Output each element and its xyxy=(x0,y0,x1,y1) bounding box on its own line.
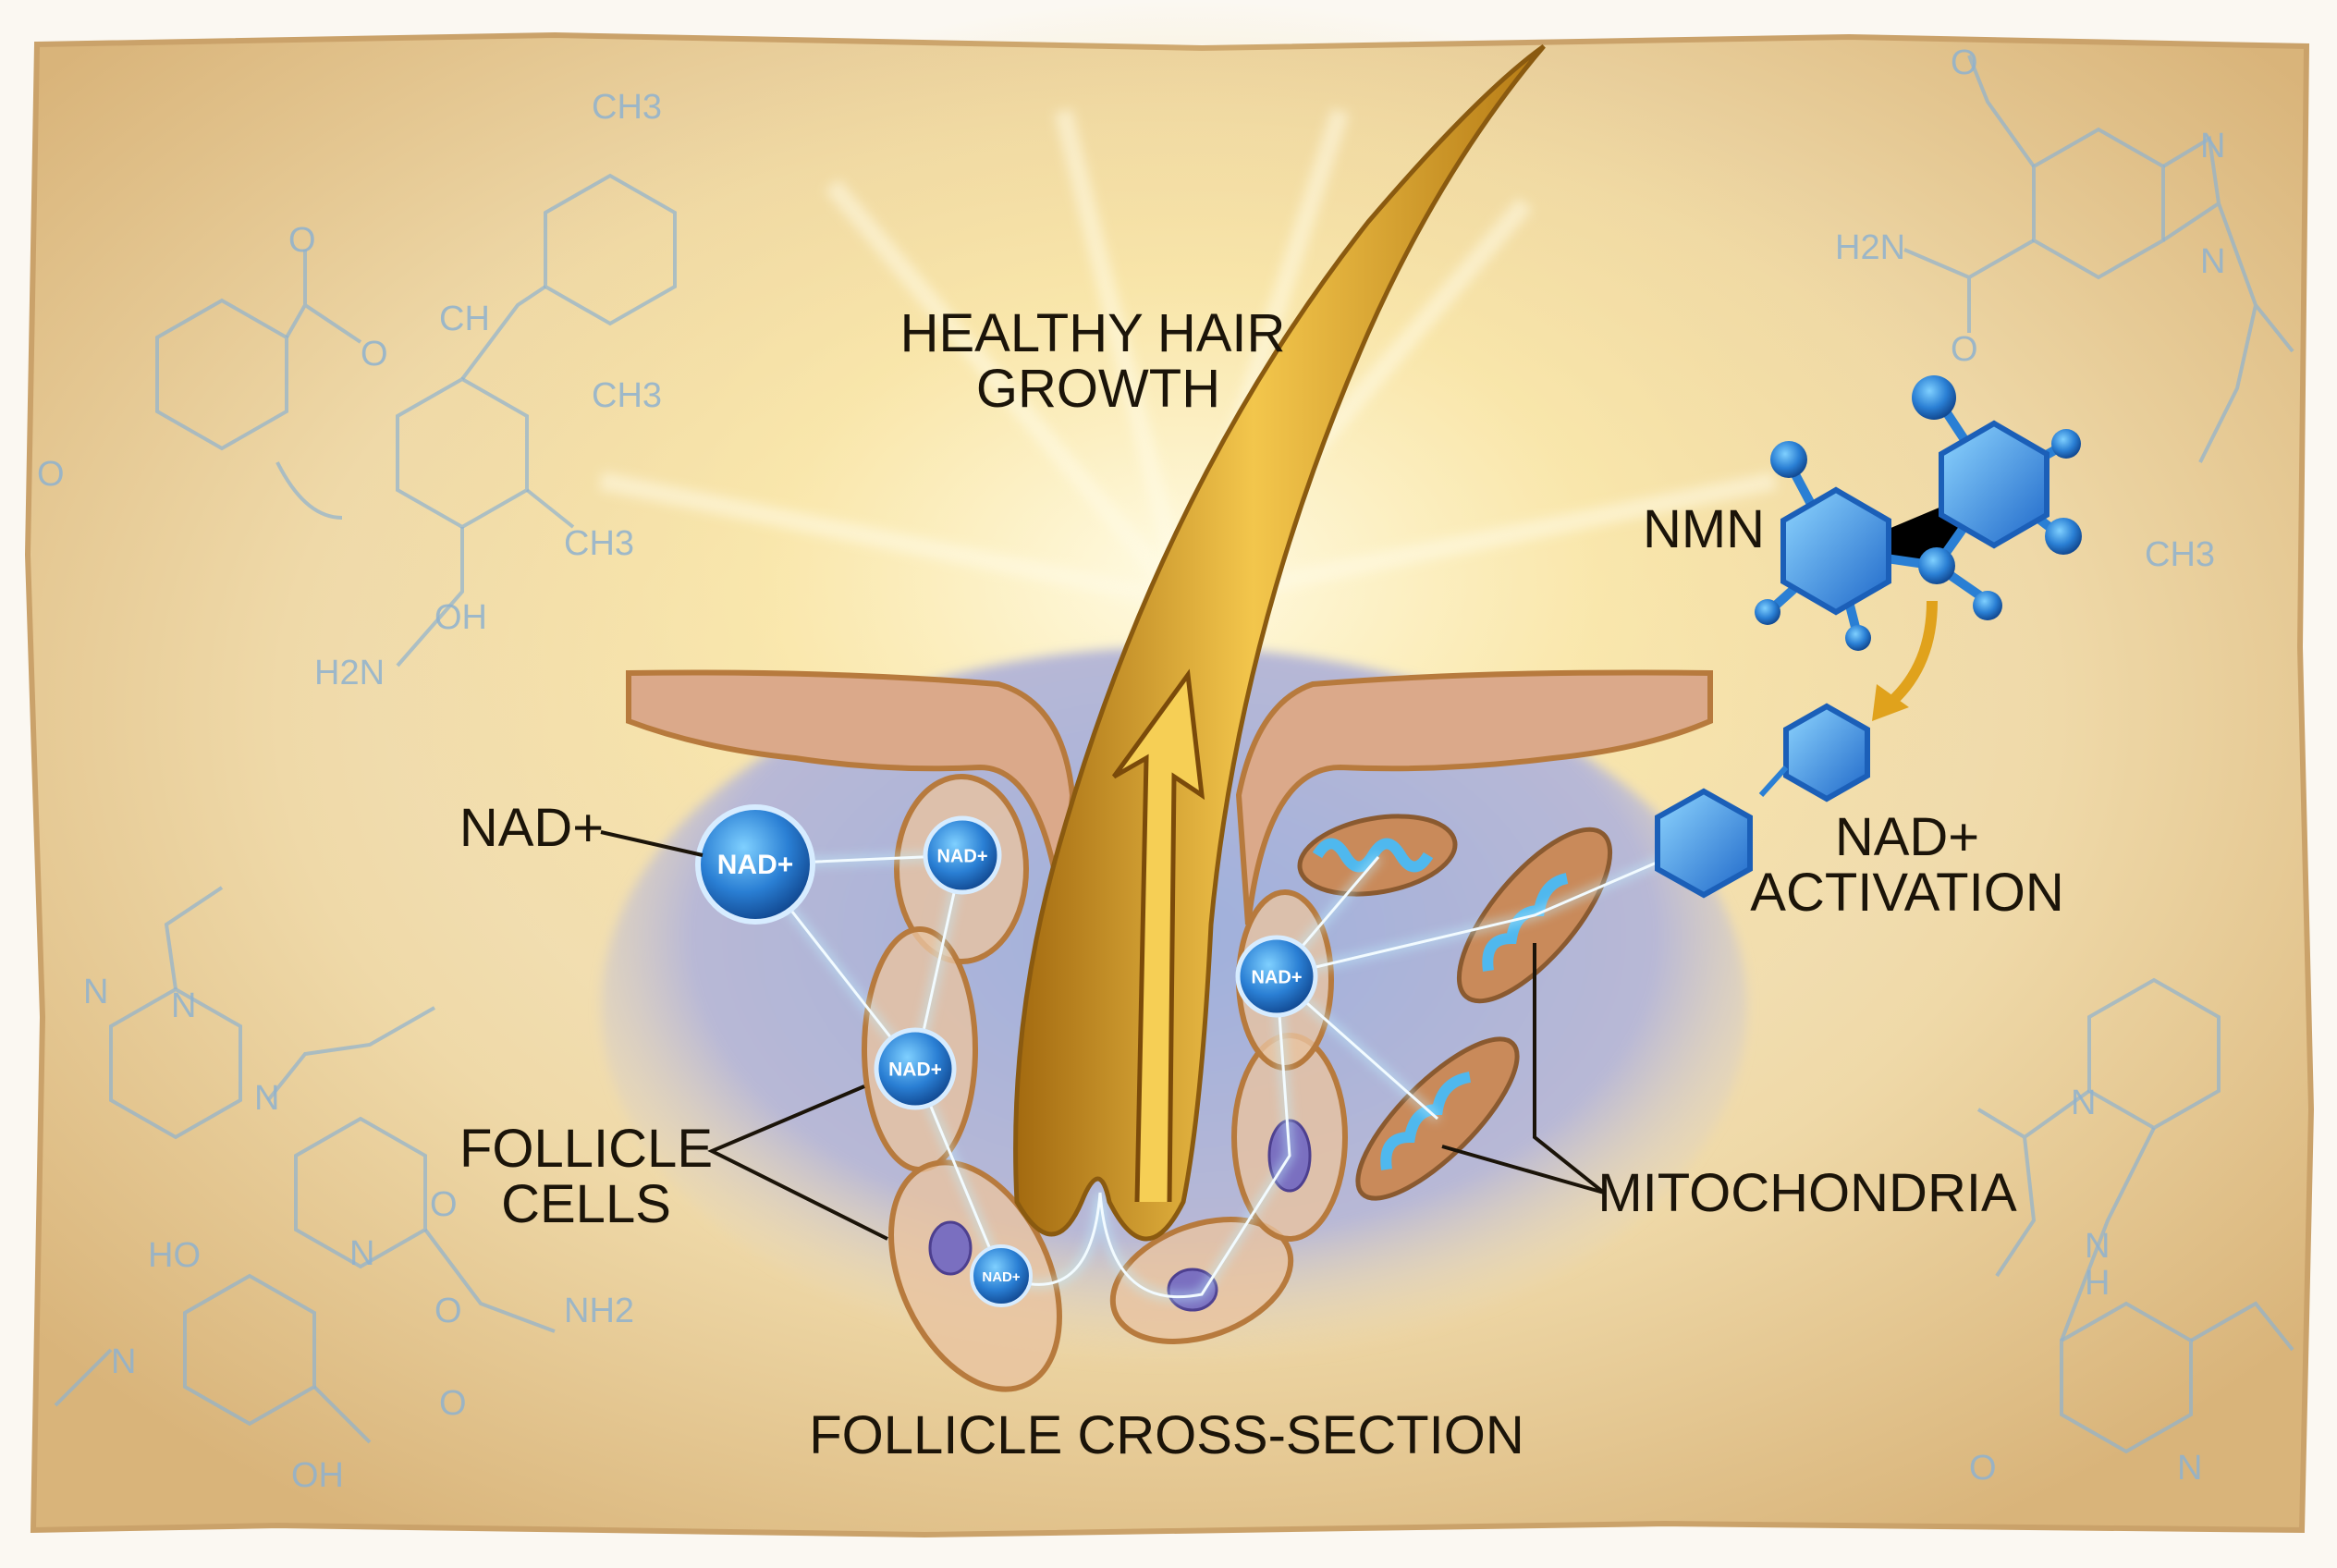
nad-bubble: NAD+ xyxy=(874,1027,957,1110)
chem-label: OH xyxy=(291,1456,344,1495)
chem-label: N xyxy=(2071,1084,2096,1122)
title-growth: GROWTH xyxy=(976,359,1220,419)
label-nad-activation-2: ACTIVATION xyxy=(1750,863,2063,923)
chem-label: N xyxy=(171,986,196,1025)
label-follicle-cells-2: CELLS xyxy=(501,1174,671,1234)
conversion-arrow-icon xyxy=(1886,600,1938,707)
label-nmn: NMN xyxy=(1643,499,1765,559)
chem-label: HO xyxy=(148,1236,201,1275)
caption-follicle-cross-section: FOLLICLE CROSS-SECTION xyxy=(809,1405,1523,1465)
chem-label: CH3 xyxy=(592,376,662,415)
follicle-cells-leader-line xyxy=(707,1084,888,1241)
chem-label: H2N xyxy=(1835,228,1905,267)
chem-label: N xyxy=(2085,1227,2110,1266)
chem-label: CH3 xyxy=(564,524,634,563)
chemical-structures-bottom-left: N N N O HO N O NH2 N O OH xyxy=(54,886,634,1495)
svg-text:NAD+: NAD+ xyxy=(936,846,987,866)
svg-text:NAD+: NAD+ xyxy=(717,850,794,880)
nad-bubble: NAD+ xyxy=(695,804,815,925)
chem-label: H2N xyxy=(314,654,385,692)
chem-label: N xyxy=(2177,1449,2202,1488)
chem-label: CH xyxy=(439,300,490,338)
nad-hexagon-icon xyxy=(1655,788,1753,899)
title-healthy-hair-growth: HEALTHY HAIR xyxy=(900,303,1286,363)
chem-label: CH3 xyxy=(592,88,662,127)
chem-label: N xyxy=(254,1079,279,1118)
skin-layer-left xyxy=(626,669,1076,925)
chemical-structures-top-right: N N H2N O O CH3 xyxy=(1835,43,2294,574)
chem-label: N xyxy=(2200,127,2225,165)
chem-label: N xyxy=(349,1234,374,1273)
mitochondria-leader-line xyxy=(1441,943,1606,1194)
label-follicle-cells-1: FOLLICLE xyxy=(459,1119,713,1179)
chem-label: N xyxy=(83,973,108,1011)
chemical-structures-top-left: CH3 O CH O CH3 CH3 OH H2N O xyxy=(37,88,677,692)
chem-label: N xyxy=(111,1342,136,1381)
svg-text:NAD+: NAD+ xyxy=(982,1269,1020,1285)
chem-label: O xyxy=(288,221,316,260)
label-mitochondria: MITOCHONDRIA xyxy=(1597,1163,2017,1223)
svg-text:NAD+: NAD+ xyxy=(1251,967,1302,987)
nad-hexagon-icon xyxy=(1783,703,1870,802)
chemical-structures-bottom-right: N N H O N xyxy=(1969,977,2294,1488)
nad-bubble: NAD+ xyxy=(970,1244,1033,1307)
label-nad: NAD+ xyxy=(459,798,604,858)
nmn-molecule-icon xyxy=(1755,375,2082,651)
chem-label: O xyxy=(434,1292,462,1330)
growth-arrow-icon xyxy=(1111,668,1205,1203)
chem-label: N xyxy=(2200,242,2225,281)
chem-label: OH xyxy=(434,598,487,637)
skin-layer-right xyxy=(1235,669,1713,925)
nad-bubble: NAD+ xyxy=(1235,935,1318,1018)
arrowhead-icon xyxy=(1872,684,1909,721)
svg-text:NAD+: NAD+ xyxy=(888,1060,942,1081)
nad-leader-line xyxy=(600,830,704,857)
label-nad-activation-1: NAD+ xyxy=(1835,807,1979,867)
chem-label: H xyxy=(2085,1264,2110,1303)
chem-label: O xyxy=(430,1185,458,1224)
chem-label: NH2 xyxy=(564,1292,634,1330)
chem-label: O xyxy=(439,1384,467,1423)
chem-label: O xyxy=(1969,1449,1997,1488)
nad-energy-paths xyxy=(753,839,1705,1300)
chem-label: O xyxy=(361,335,388,374)
chem-label: O xyxy=(37,455,65,494)
chem-label: CH3 xyxy=(2145,535,2215,574)
nad-bubble: NAD+ xyxy=(923,815,1002,895)
chem-label: O xyxy=(1951,43,1978,82)
activation-arrow-icon xyxy=(1758,765,1789,798)
chem-label: O xyxy=(1951,330,1978,369)
